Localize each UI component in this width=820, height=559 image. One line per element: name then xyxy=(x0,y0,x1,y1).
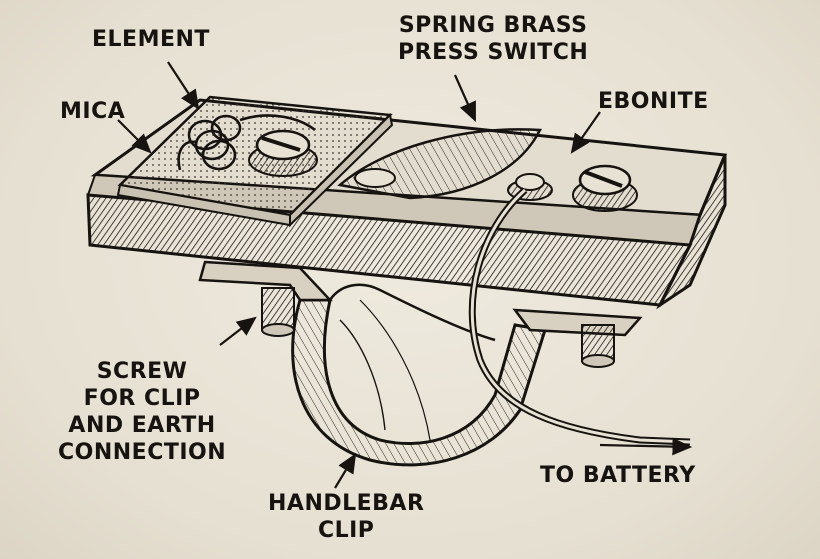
label-element: ELEMENT xyxy=(92,27,210,52)
handlebar-clip-band xyxy=(291,283,547,467)
spring-brass-switch xyxy=(337,128,542,200)
clip-screw-right xyxy=(581,324,615,368)
label-handlebar-clip: HANDLEBAR CLIP xyxy=(268,491,425,543)
label-screw-for-clip: SCREW FOR CLIP AND EARTH CONNECTION xyxy=(58,359,227,465)
clip-screw-left xyxy=(261,287,295,337)
label-to-battery: TO BATTERY xyxy=(540,463,696,488)
ebonite-terminal-screw xyxy=(572,164,638,212)
battery-wire xyxy=(468,187,691,446)
label-spring-brass-press-switch: SPRING BRASS PRESS SWITCH xyxy=(398,13,589,65)
leader-lines xyxy=(117,61,693,489)
label-ebonite: EBONITE xyxy=(598,89,709,114)
mica-terminal-screw xyxy=(248,129,318,177)
element-coil xyxy=(177,114,316,171)
label-mica: MICA xyxy=(60,99,126,124)
